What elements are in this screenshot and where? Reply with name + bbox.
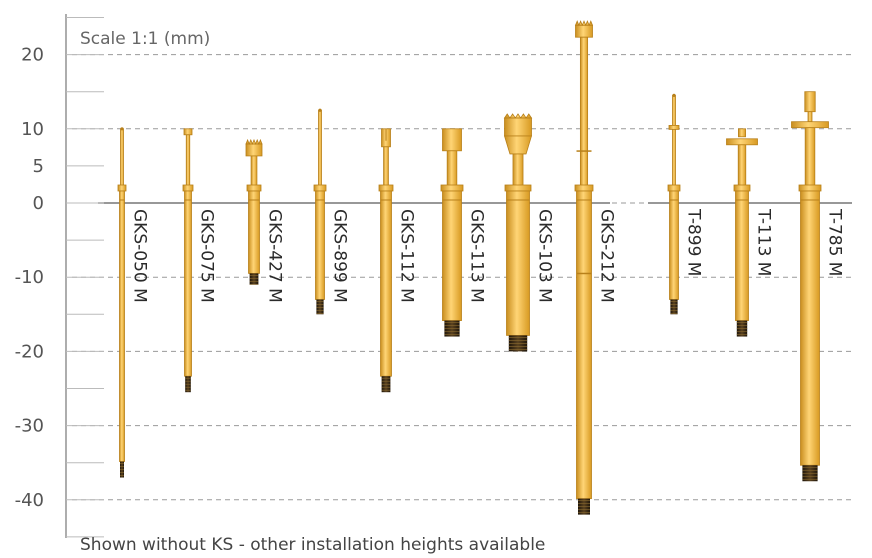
- y-axis: 20 10 5 0 -10 -20 -30 -40: [15, 14, 104, 538]
- probe-gks-075-m: GKS-075 M: [182, 128, 217, 393]
- probe-t-113-m: T-113 M: [726, 128, 774, 337]
- probe-label: GKS-113 M: [467, 209, 487, 303]
- thread: [249, 273, 259, 285]
- probe-label: GKS-075 M: [197, 209, 217, 303]
- probe-group: GKS-050 M GKS-075 M GKS-427 M GKS-899 M GKS-…: [117, 20, 845, 515]
- tick-label: -20: [15, 341, 44, 362]
- probe-label: GKS-427 M: [265, 209, 285, 303]
- probe-label: T-785 M: [825, 208, 845, 276]
- tick-label: -10: [15, 267, 44, 288]
- tick-label: 0: [33, 193, 44, 214]
- probe-gks-899-m: GKS-899 M: [313, 108, 350, 315]
- probe-t-785-m: T-785 M: [791, 91, 845, 482]
- probe-gks-103-m: GKS-103 M: [503, 113, 555, 352]
- probe-gks-112-m: GKS-112 M: [378, 128, 417, 393]
- probe-t-899-m: T-899 M: [667, 93, 704, 315]
- tick-label: -30: [15, 416, 44, 437]
- probe-gks-427-m: GKS-427 M: [245, 138, 285, 303]
- probe-label: GKS-050 M: [130, 209, 150, 303]
- probe-label: GKS-212 M: [597, 209, 617, 303]
- probe-gks-050-m: GKS-050 M: [117, 127, 150, 478]
- probe-label: T-113 M: [754, 208, 774, 276]
- scale-label: Scale 1:1 (mm): [80, 29, 210, 49]
- tick-label: -40: [15, 490, 44, 511]
- probe-label: GKS-112 M: [397, 209, 417, 303]
- gridlines: [72, 54, 852, 501]
- probe-gks-113-m: GKS-113 M: [440, 128, 487, 337]
- footer-note: Shown without KS - other installation he…: [80, 535, 545, 555]
- probe-label: GKS-899 M: [330, 209, 350, 303]
- tick-label: 10: [21, 119, 44, 140]
- thread: [316, 299, 324, 315]
- probe-label: GKS-103 M: [535, 209, 555, 303]
- probe-gks-212-m: GKS-212 M: [574, 20, 617, 515]
- tick-label: 5: [33, 156, 44, 177]
- probe-label: T-899 M: [684, 208, 704, 276]
- thread: [670, 299, 678, 315]
- tick-label: 20: [21, 45, 44, 66]
